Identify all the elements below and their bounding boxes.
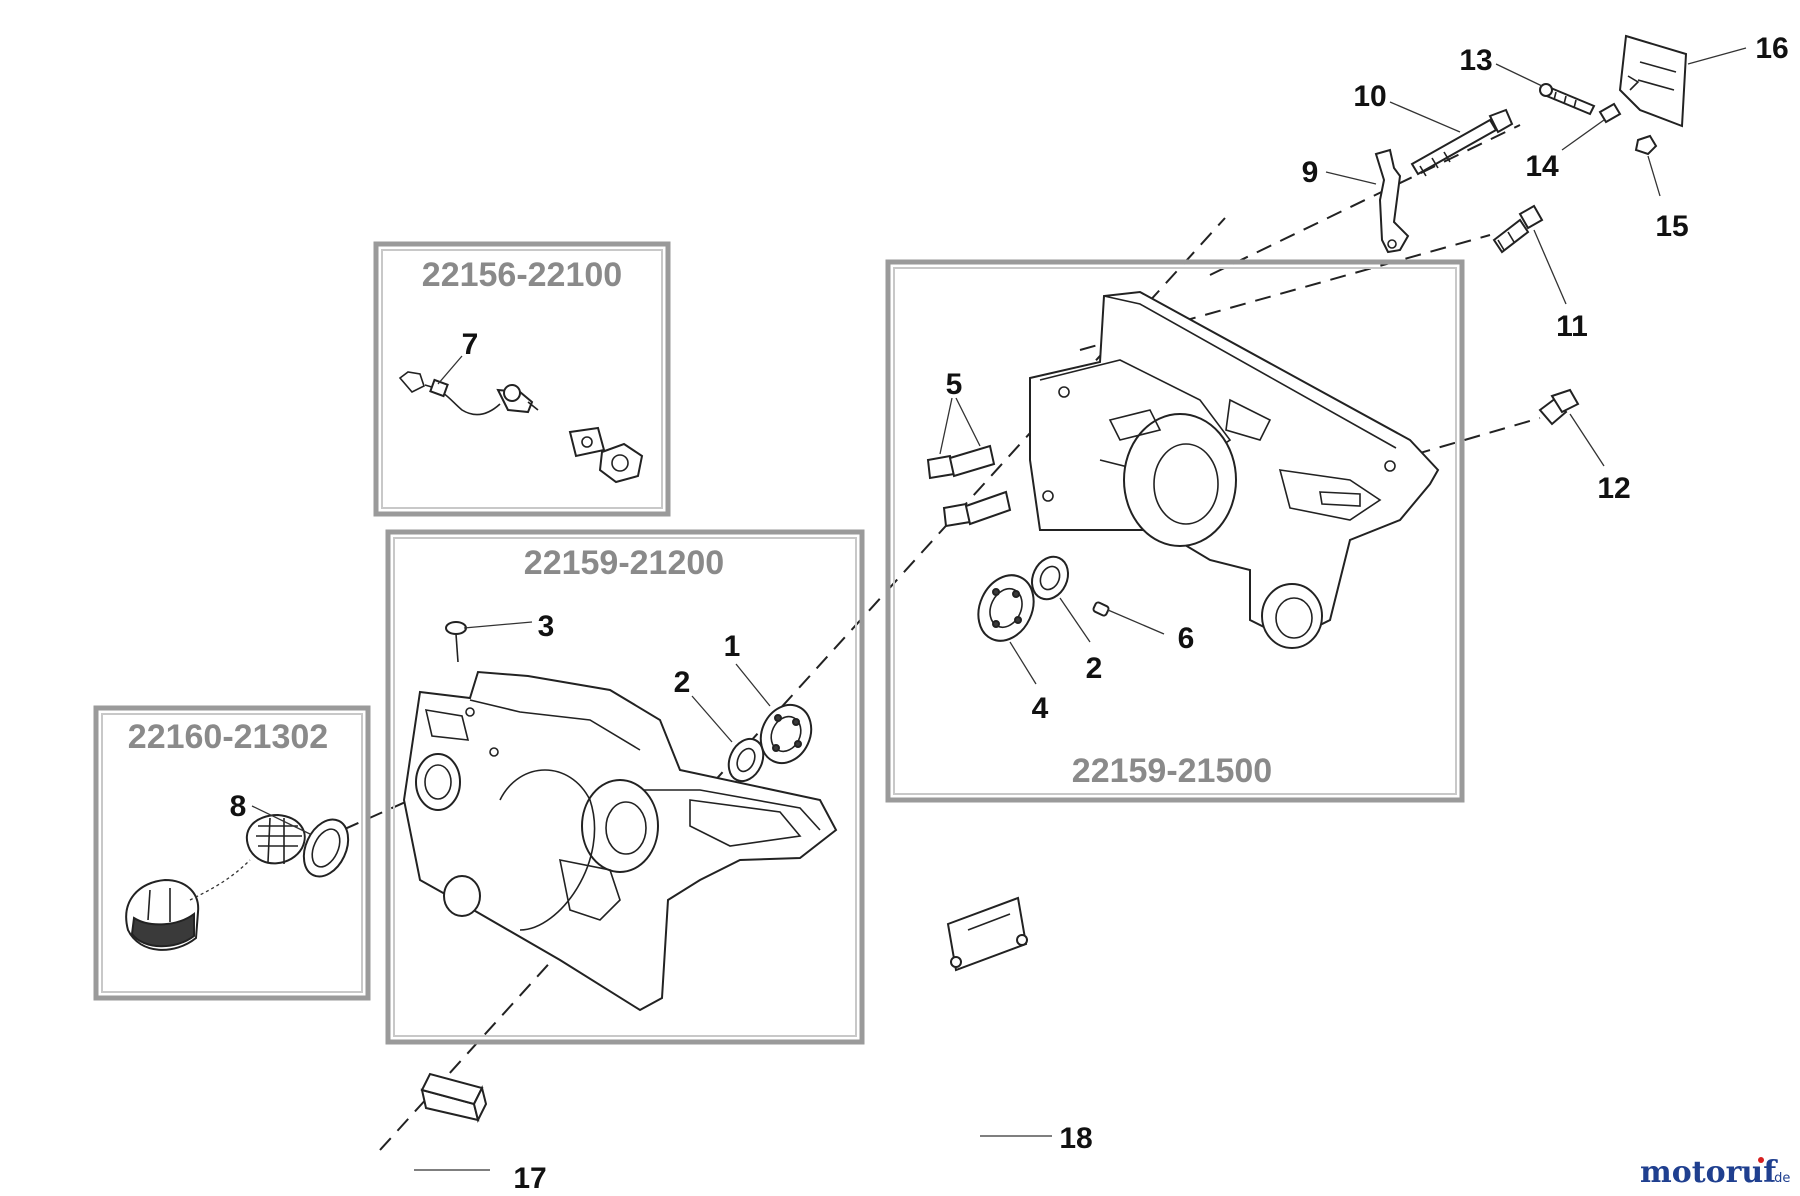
part-screw-3 [445, 621, 467, 663]
part-bolt-10 [1410, 108, 1514, 177]
callout-2b: 2 [1086, 652, 1103, 685]
leader-3 [463, 621, 533, 629]
brand-watermark: motoruf .de [1640, 1155, 1790, 1190]
part-pin-14 [1598, 102, 1622, 124]
leader-2b [1059, 597, 1091, 643]
leader-1 [735, 663, 771, 707]
leader-12 [1569, 413, 1605, 467]
part-plate-16 [1618, 34, 1688, 128]
leader-16 [1687, 47, 1747, 65]
part-fuel-cap [125, 878, 200, 951]
part-oil-pump-washer [568, 426, 606, 458]
callout-16: 16 [1755, 32, 1788, 65]
callout-8: 8 [230, 790, 247, 823]
leader-2a [691, 695, 733, 743]
callout-11: 11 [1556, 310, 1588, 343]
part-fuel-strainer [245, 813, 306, 865]
leader-9 [1325, 171, 1377, 185]
kit-frame-oil-pump [373, 241, 671, 517]
assembly-axis-upper [1209, 124, 1521, 276]
leader-14 [1561, 119, 1605, 151]
callout-13: 13 [1459, 44, 1492, 77]
assembly-axis-mid [1079, 234, 1491, 351]
part-crankcase-half-b [1029, 290, 1440, 649]
part-plate-18 [946, 896, 1028, 972]
callout-15: 15 [1655, 210, 1688, 243]
part-fuel-cap-chain [189, 859, 251, 901]
callout-4: 4 [1032, 692, 1049, 725]
part-guide-plate-9 [1374, 148, 1410, 254]
leader-5b [955, 397, 981, 447]
callout-12: 12 [1597, 472, 1630, 505]
leader-11 [1533, 229, 1567, 305]
leader-6 [1107, 609, 1165, 635]
part-fuel-oring [302, 818, 350, 878]
part-seal-2a [727, 737, 765, 783]
callout-6: 6 [1178, 622, 1195, 655]
part-pin-6 [1092, 601, 1110, 617]
part-seal-2b [1031, 555, 1069, 601]
brand-logo-text: motoruf [1640, 1155, 1778, 1190]
kit-frame-crankcase-b [885, 259, 1465, 803]
brand-logo-dot [1758, 1157, 1764, 1163]
part-oil-pump-nut [598, 442, 644, 484]
kit-label-fuel-cap: 22160-21302 [128, 718, 328, 756]
leader-10 [1389, 101, 1461, 133]
callout-3: 3 [538, 610, 555, 643]
callout-14: 14 [1525, 150, 1559, 183]
part-bearing-1 [759, 703, 813, 765]
part-oil-pump-hose [398, 371, 539, 416]
leader-8 [251, 805, 311, 835]
kit-label-crankcase-b: 22159-21500 [1072, 752, 1272, 790]
callout-18: 18 [1059, 1122, 1092, 1155]
callout-17: 17 [513, 1162, 546, 1195]
part-stud-5b [942, 490, 1012, 528]
part-screw-13 [1539, 83, 1596, 116]
callout-2a: 2 [674, 666, 691, 699]
callout-7: 7 [462, 328, 479, 361]
brand-logo-suffix: .de [1770, 1171, 1790, 1186]
kit-label-crankcase-a: 22159-21200 [524, 544, 724, 582]
kit-label-oil-pump: 22156-22100 [422, 256, 622, 294]
part-bolt-11 [1492, 204, 1544, 254]
leader-15 [1647, 155, 1661, 197]
part-crankcase-half-a [402, 670, 838, 1012]
leader-13 [1495, 63, 1543, 87]
callout-5: 5 [946, 368, 963, 401]
part-block-17 [420, 1072, 488, 1123]
kit-frame-crankcase-a [385, 529, 865, 1045]
part-stud-5a [926, 444, 996, 480]
part-bearing-4 [977, 574, 1035, 642]
part-screw-12 [1538, 388, 1580, 426]
part-nut-15 [1634, 134, 1658, 156]
callout-9: 9 [1302, 156, 1319, 189]
kit-frame-fuel-cap [93, 705, 371, 1001]
callout-10: 10 [1353, 80, 1386, 113]
callout-1: 1 [724, 630, 741, 663]
leader-7 [437, 355, 463, 385]
leader-5a [939, 397, 953, 455]
leader-4 [1009, 641, 1037, 685]
